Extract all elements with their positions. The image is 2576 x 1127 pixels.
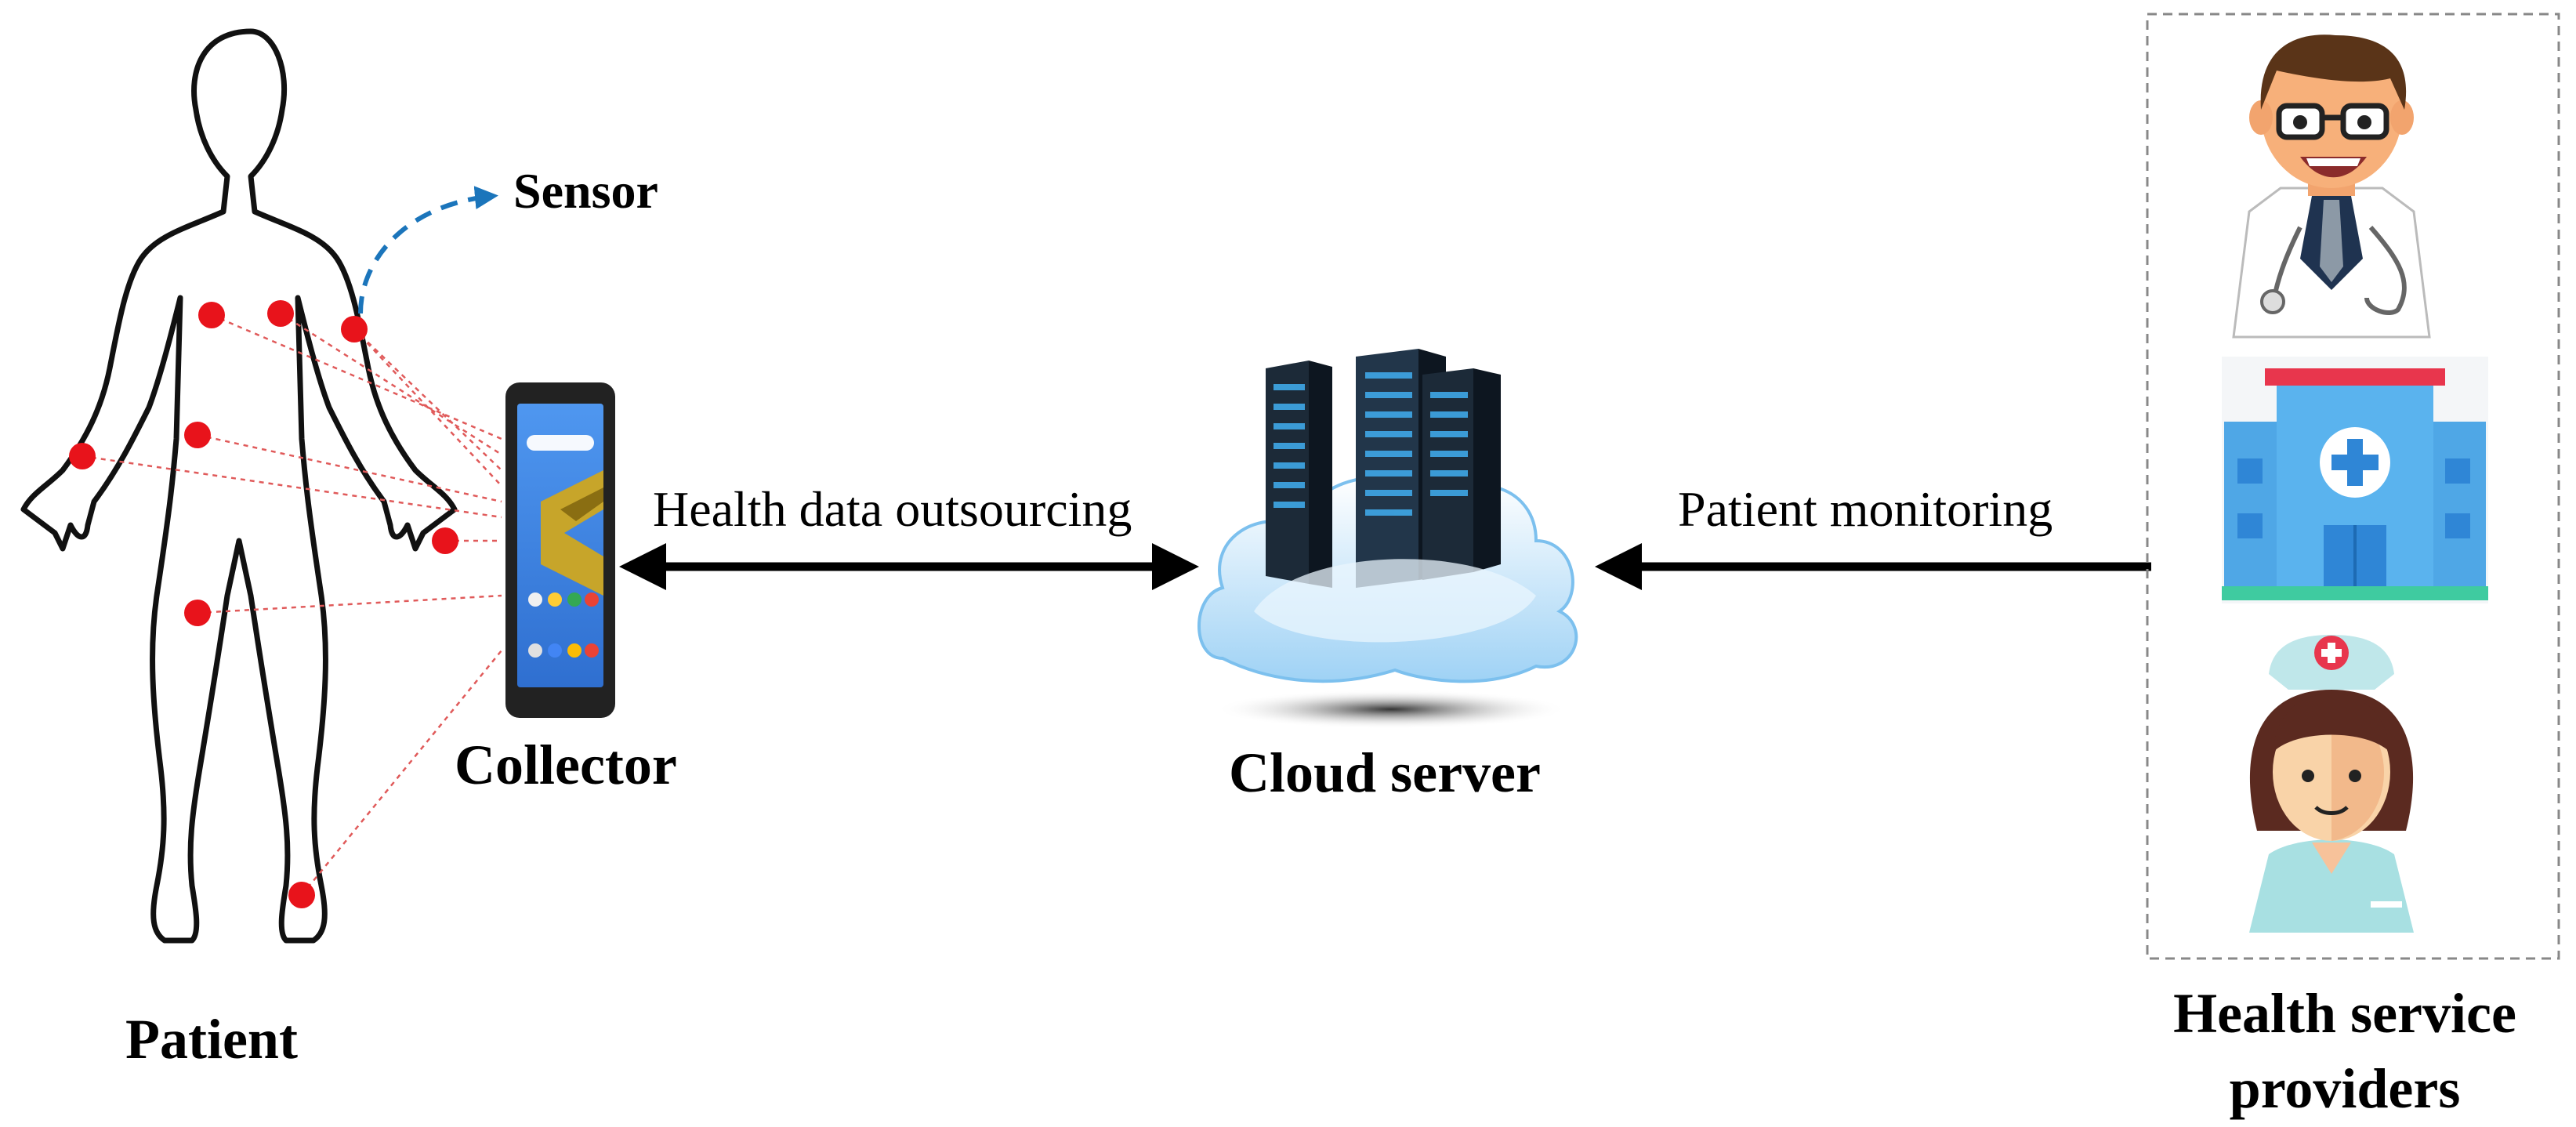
smartphone-icon [505,382,615,718]
sensor-dot [184,422,211,448]
doctor-icon [2232,34,2431,339]
cloud-server-label: Cloud server [1229,741,1541,804]
sensor-dot [198,302,225,328]
sensor-links [82,312,502,896]
providers-box [2146,13,2560,960]
providers-label-line2: providers [2229,1057,2461,1120]
arrowhead-cloud [1595,543,1642,590]
sensor-label: Sensor [513,163,658,219]
patient-label: Patient [125,1008,298,1071]
sensor-callout-arrow [358,186,498,314]
patient-monitoring-label: Patient monitoring [1678,481,2053,537]
sensors [69,300,458,908]
hospital-icon [2222,357,2488,603]
sensor-dot [432,527,458,554]
sensor-dot [69,443,96,469]
sensor-dot [267,300,294,327]
arrowhead-right [1152,543,1199,590]
health-data-outsourcing-label: Health data outsourcing [653,481,1132,537]
sensor-dot [288,882,315,908]
arrowheads [619,543,1642,590]
cloud-server-icon [1197,349,1578,729]
arrowhead-left [619,543,666,590]
collector-label: Collector [455,734,677,796]
nurse-icon [2249,635,2414,933]
providers-label-line1: Health service [2173,982,2516,1045]
patient-body-icon [20,28,458,944]
sensor-dot [341,316,368,342]
sensor-dot [184,600,211,626]
health-service-providers-label: Health service providers [2149,976,2541,1126]
